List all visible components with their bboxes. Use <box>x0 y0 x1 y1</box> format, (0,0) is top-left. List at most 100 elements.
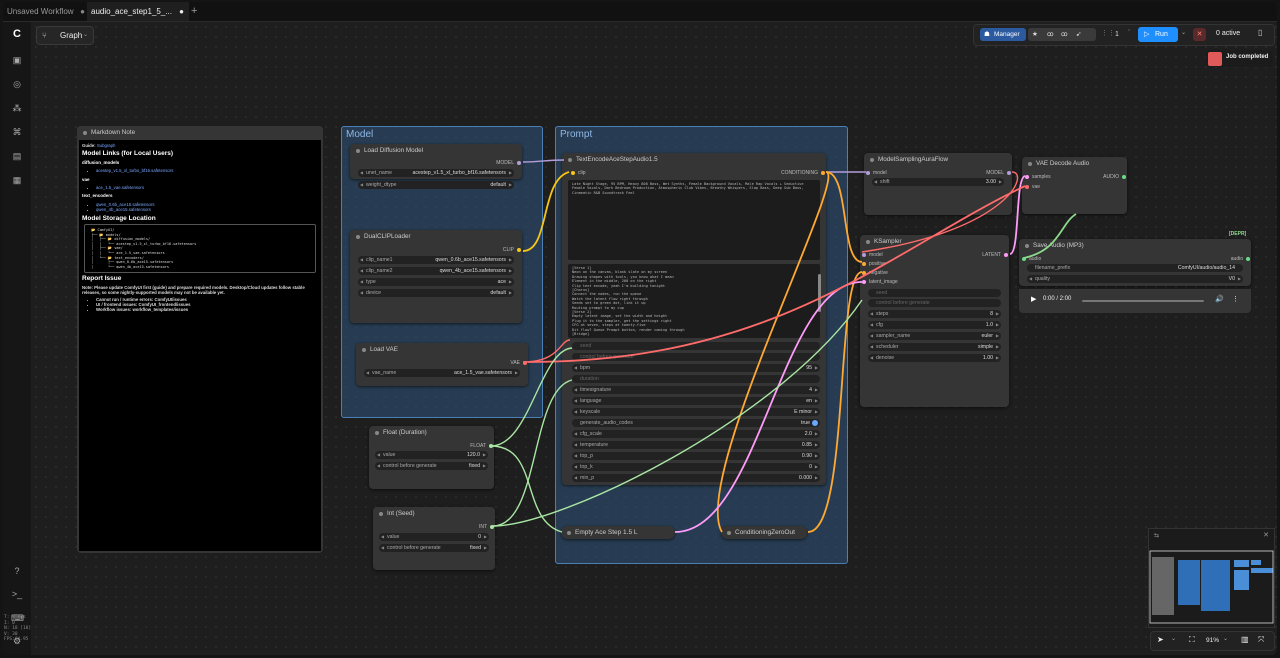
control-before-generate[interactable]: control before generate <box>572 353 820 361</box>
batch-count-input[interactable]: 1 ⌃ <box>1115 28 1139 41</box>
load-vae-node[interactable]: Load VAE VAE vae_nameace_1.5_vae.safeten… <box>356 343 528 386</box>
input-slot[interactable] <box>862 253 866 257</box>
tab-audio-ace[interactable]: audio_ace_step1_5_... ● <box>87 2 189 21</box>
chevron-down-icon[interactable]: ⌄ <box>1171 636 1177 642</box>
queue-icon[interactable]: ▤ <box>12 151 22 161</box>
output-slot[interactable] <box>523 361 527 365</box>
empty-ace-step-node[interactable]: Empty Ace Step 1.5 L <box>561 526 675 539</box>
help-icon[interactable]: ? <box>14 566 20 576</box>
node-alt-icon[interactable]: ꝏ <box>1061 31 1068 38</box>
output-slot[interactable] <box>1246 257 1250 261</box>
input-slot[interactable] <box>1025 185 1029 189</box>
guide-link[interactable]: Subgraph <box>96 143 116 148</box>
tags-textarea[interactable]: Late Night Stage, 95 BPM, Heavy 808 Bass… <box>568 180 820 260</box>
image-icon[interactable]: ▣ <box>12 55 22 65</box>
stepper-icon[interactable]: ⌃ <box>1127 29 1132 35</box>
control-before-generate[interactable]: control before generate <box>868 299 1001 307</box>
select-cursor-icon[interactable]: ➤ <box>1157 635 1164 644</box>
input-slot[interactable] <box>1025 175 1029 179</box>
job-status-toast[interactable]: Job completed <box>1206 50 1273 67</box>
output-slot[interactable] <box>1122 175 1126 179</box>
input-slot[interactable] <box>862 280 866 284</box>
minimap-settings-icon[interactable]: ⇆ <box>1154 533 1160 539</box>
diffusion-model-link[interactable]: acestep_v1.5_xl_turbo_bf16.safetensors <box>96 168 174 174</box>
more-options-icon[interactable]: ⋮ <box>1232 296 1239 303</box>
min-p-stepper[interactable]: min_p0.000 <box>572 474 820 482</box>
share-icon[interactable]: ➹ <box>1076 31 1082 38</box>
close-icon[interactable]: ● <box>80 7 85 16</box>
model-sampling-aura-flow-node[interactable]: ModelSamplingAuraFlow model MODEL shift3… <box>864 153 1012 215</box>
seed-input[interactable]: seed <box>572 342 820 350</box>
dual-clip-loader-node[interactable]: DualCLIPLoader CLIP clip_name1qwen_0.6b_… <box>350 230 522 323</box>
vae-link[interactable]: ace_1.5_vae.safetensors <box>96 185 145 191</box>
templates-icon[interactable]: ▦ <box>12 175 22 185</box>
terminal-icon[interactable]: >_ <box>11 589 23 599</box>
top-k-stepper[interactable]: top_k0 <box>572 463 820 471</box>
close-icon[interactable]: ✕ <box>1263 532 1269 539</box>
node-icon[interactable]: ꝏ <box>1047 31 1054 38</box>
unsaved-dot-icon[interactable]: ● <box>179 7 184 16</box>
input-slot[interactable] <box>866 171 870 175</box>
cancel-icon[interactable]: ✕ <box>1193 28 1206 41</box>
text-encoder-link[interactable]: qwen_0.6b_ace15.safetensors <box>96 201 155 207</box>
new-tab-icon[interactable]: + <box>191 5 198 17</box>
keyboard-icon[interactable]: ⌨ <box>11 613 24 623</box>
tab-unsaved-workflow[interactable]: Unsaved Workflow ● <box>3 2 89 21</box>
top-p-stepper[interactable]: top_p0.90 <box>572 452 820 460</box>
duration-input[interactable]: duration <box>572 375 820 383</box>
run-options-chevron-icon[interactable]: ⌄ <box>1181 30 1187 36</box>
workflows-icon[interactable]: ⌘ <box>12 127 22 137</box>
link-visibility-icon[interactable]: ⤧ <box>1258 635 1265 644</box>
save-audio-node[interactable]: Save Audio (MP3) audio audio filename_pr… <box>1019 239 1251 286</box>
lyrics-textarea[interactable]: [Verse 1] Neon on the canvas, blank slat… <box>568 264 820 338</box>
markdown-note-node[interactable]: Markdown Note Guide: Subgraph Model Link… <box>77 126 323 553</box>
input-slot[interactable] <box>571 171 575 175</box>
zoom-level[interactable]: 91% <box>1206 637 1220 644</box>
model-library-icon[interactable]: ◎ <box>13 79 21 89</box>
output-slot[interactable] <box>821 171 825 175</box>
text-encode-ace-node[interactable]: TextEncodeAceStepAudio1.5 clip CONDITION… <box>562 153 826 485</box>
output-slot[interactable] <box>517 248 521 252</box>
output-slot[interactable] <box>489 444 493 448</box>
output-slot[interactable] <box>1004 253 1008 257</box>
seed-input[interactable]: seed <box>868 289 1001 297</box>
panel-toggle-icon[interactable]: ▯ <box>1258 28 1263 37</box>
settings-gear-icon[interactable]: ⚙ <box>12 636 22 646</box>
output-slot[interactable] <box>517 161 521 165</box>
lyrics-scrollbar[interactable] <box>818 274 821 312</box>
input-slot[interactable] <box>1022 257 1026 261</box>
output-slot[interactable] <box>490 525 494 529</box>
minimap-viewport[interactable] <box>1149 550 1274 624</box>
minimap[interactable]: ⇆ ✕ <box>1148 528 1275 628</box>
fit-view-icon[interactable]: ⛶ <box>1189 635 1195 644</box>
vae-decode-audio-node[interactable]: VAE Decode Audio samples vae AUDIO <box>1022 157 1127 214</box>
star-icon[interactable]: ★ <box>1032 31 1038 38</box>
input-slot[interactable] <box>862 271 866 275</box>
unet-name-select[interactable]: unet_nameacestep_v1.5_xl_turbo_bf16.safe… <box>358 169 514 177</box>
issue-link[interactable]: Workflow issues: workflow_templates/issu… <box>96 307 318 312</box>
